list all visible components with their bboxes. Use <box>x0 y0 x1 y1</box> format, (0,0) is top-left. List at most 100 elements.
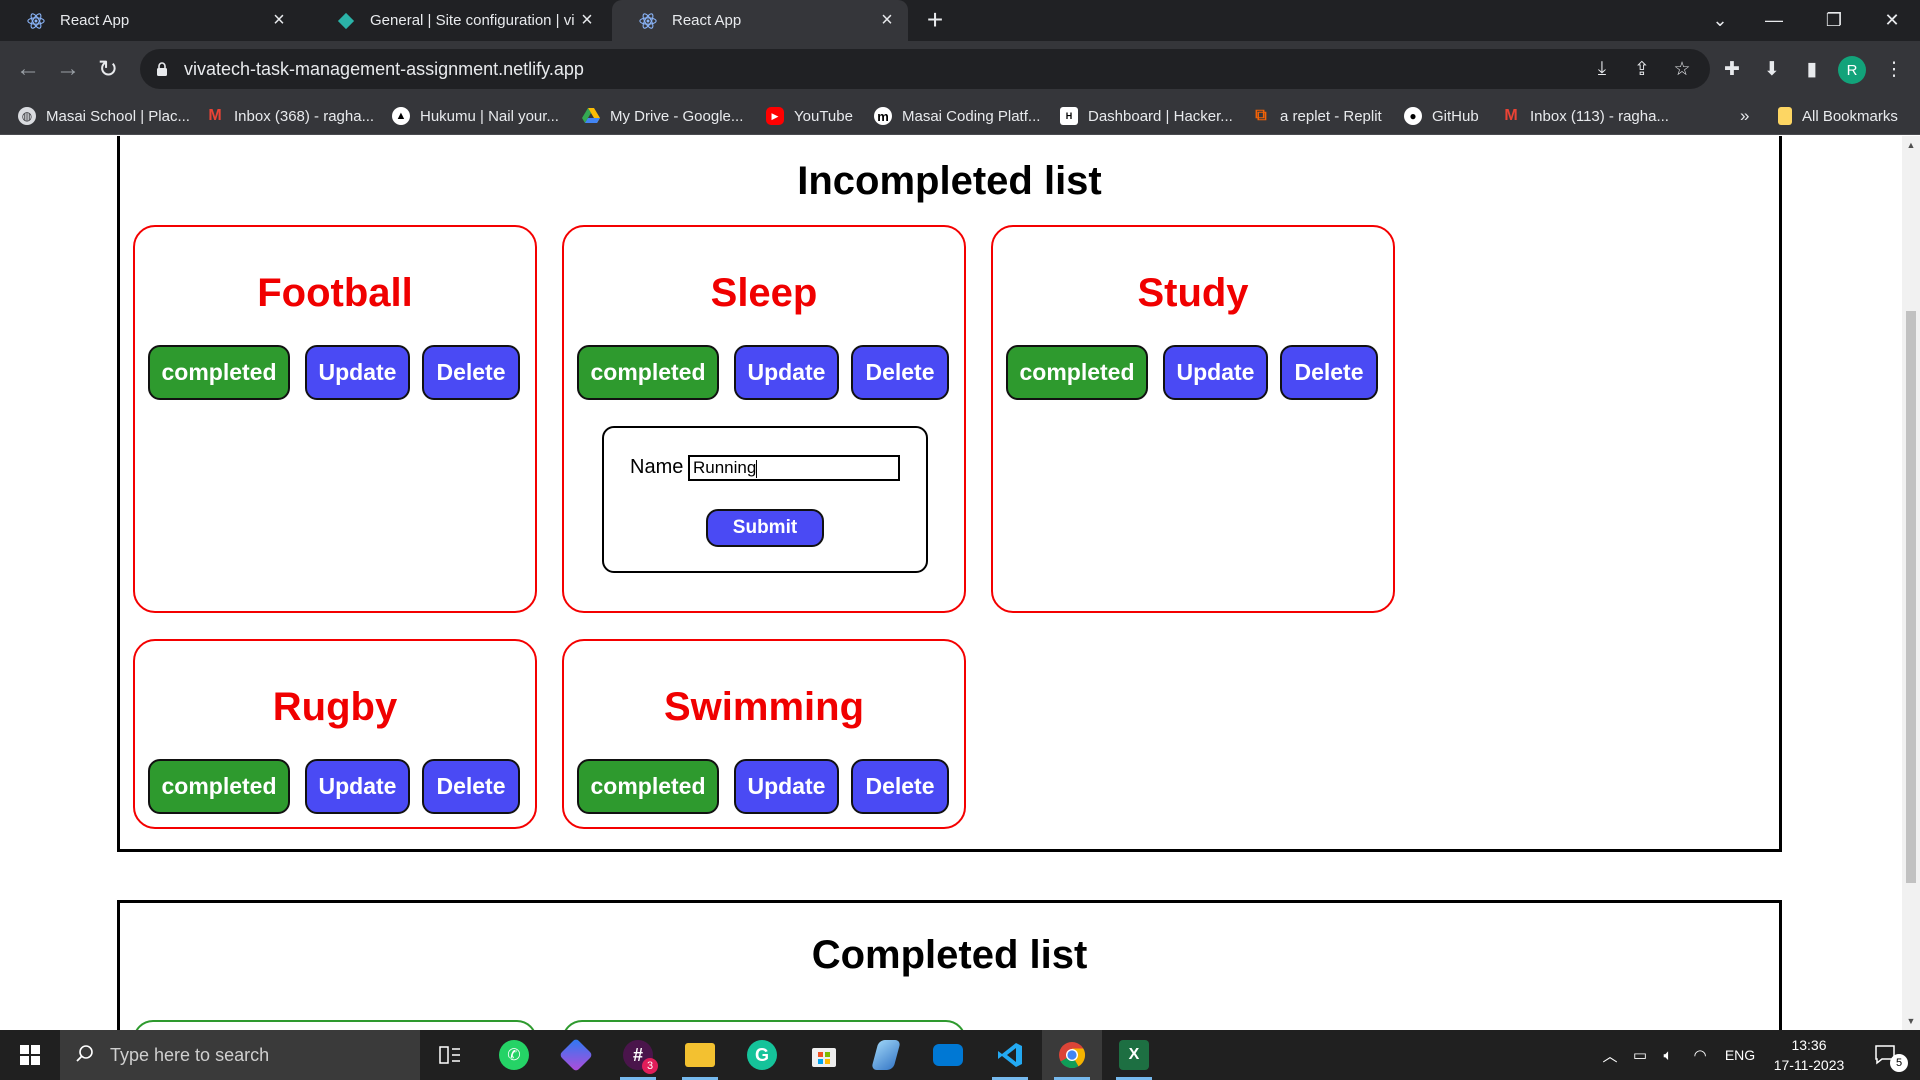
scroll-down-icon[interactable]: ▼ <box>1906 1016 1916 1026</box>
running-indicator <box>992 1077 1028 1080</box>
back-icon[interactable]: ← <box>16 55 40 82</box>
incompleted-list-title: Incompleted list <box>797 159 1102 203</box>
address-bar[interactable]: vivatech-task-management-assignment.netl… <box>140 49 1710 89</box>
share-icon[interactable]: ⇪ <box>1634 58 1650 80</box>
minimize-icon[interactable]: — <box>1765 10 1783 30</box>
update-button[interactable]: Update <box>305 759 410 814</box>
bookmark-github[interactable]: ● GitHub <box>1404 97 1479 135</box>
side-panel-icon[interactable]: ▮ <box>1806 58 1818 80</box>
bookmark-google-drive[interactable]: My Drive - Google... <box>582 97 743 135</box>
completed-task-card <box>562 1020 966 1030</box>
install-app-icon[interactable]: ⤓ <box>1597 58 1607 79</box>
chrome-icon[interactable] <box>1042 1030 1102 1080</box>
completed-button[interactable]: completed <box>1006 345 1148 400</box>
running-indicator <box>682 1077 718 1080</box>
update-button[interactable]: Update <box>1163 345 1268 400</box>
show-hidden-icons[interactable]: ︿ <box>1602 1047 1618 1065</box>
downloads-icon[interactable]: ⬇ <box>1764 58 1780 80</box>
delete-button[interactable]: Delete <box>851 345 949 400</box>
vscode-icon[interactable] <box>980 1030 1040 1080</box>
completed-button[interactable]: completed <box>148 759 290 814</box>
bookmark-hukumu[interactable]: ▲ Hukumu | Nail your... <box>392 97 559 135</box>
more-bookmarks-button[interactable]: » <box>1740 106 1750 125</box>
update-button[interactable]: Update <box>734 759 839 814</box>
remote-desktop-icon[interactable] <box>918 1030 978 1080</box>
task-card-study: Study completed Update Delete <box>991 225 1395 613</box>
extensions-icon[interactable]: ✚ <box>1724 58 1740 80</box>
volume-icon[interactable]: 🔈︎ <box>1663 1046 1673 1064</box>
tab-search-icon[interactable]: ⌄ <box>1712 10 1728 30</box>
bookmark-gmail-113[interactable]: M Inbox (113) - ragha... <box>1502 97 1669 135</box>
profile-avatar[interactable]: R <box>1838 56 1866 84</box>
completed-button[interactable]: completed <box>148 345 290 400</box>
bookmark-masai-coding[interactable]: m Masai Coding Platf... <box>874 97 1040 135</box>
scroll-up-icon[interactable]: ▲ <box>1906 140 1916 150</box>
slack-icon[interactable]: # 3 <box>608 1030 668 1080</box>
bookmark-replit[interactable]: ⧉ a replet - Replit <box>1252 97 1382 135</box>
url-text: vivatech-task-management-assignment.netl… <box>184 58 584 79</box>
delete-button[interactable]: Delete <box>422 759 520 814</box>
bookmark-gmail-368[interactable]: M Inbox (368) - ragha... <box>206 97 374 135</box>
all-bookmarks-button[interactable]: All Bookmarks <box>1778 97 1898 135</box>
windows-start-icon[interactable] <box>0 1030 60 1080</box>
whatsapp-icon[interactable]: ✆ <box>484 1030 544 1080</box>
grammarly-icon[interactable]: G <box>732 1030 792 1080</box>
running-indicator <box>1054 1077 1090 1080</box>
search-icon <box>76 1044 94 1067</box>
close-icon[interactable]: × <box>581 9 593 31</box>
bookmark-label: GitHub <box>1432 107 1479 125</box>
replit-icon: ⧉ <box>1255 107 1267 124</box>
bookmark-label: Masai School | Plac... <box>46 107 190 125</box>
close-icon[interactable]: × <box>273 9 285 31</box>
lock-icon[interactable] <box>152 61 172 77</box>
running-indicator <box>1116 1077 1152 1080</box>
gmail-icon: M <box>1504 107 1518 124</box>
bookmark-hackerrank[interactable]: H Dashboard | Hacker... <box>1060 97 1233 135</box>
name-input[interactable]: Running <box>688 455 900 481</box>
window-close-icon[interactable]: ✕ <box>1884 10 1900 30</box>
menu-kebab-icon[interactable]: ⋮ <box>1884 58 1904 80</box>
copilot-icon[interactable] <box>546 1030 606 1080</box>
page-viewport: Incompleted list Football completed Upda… <box>0 136 1902 1030</box>
netlify-icon <box>336 11 356 31</box>
delete-button[interactable]: Delete <box>422 345 520 400</box>
restore-icon[interactable]: ❐ <box>1825 10 1843 30</box>
tab-netlify[interactable]: General | Site configuration | viv × <box>310 0 608 41</box>
notification-center-icon[interactable]: 5 <box>1866 1030 1908 1080</box>
clock[interactable]: 13:36 17-11-2023 <box>1766 1030 1852 1080</box>
name-input-value: Running <box>693 458 757 477</box>
notes-app-icon[interactable] <box>856 1030 916 1080</box>
battery-icon[interactable]: ▭ <box>1632 1047 1648 1064</box>
page-scrollbar[interactable]: ▲ ▼ <box>1902 136 1920 1030</box>
wifi-icon[interactable]: ◠ <box>1693 1047 1707 1064</box>
browser-toolbar: ← → ↻ vivatech-task-management-assignmen… <box>0 41 1920 97</box>
update-button[interactable]: Update <box>305 345 410 400</box>
scrollbar-thumb[interactable] <box>1906 311 1916 883</box>
bookmark-youtube[interactable]: ▶ YouTube <box>766 97 853 135</box>
microsoft-store-icon[interactable] <box>794 1030 854 1080</box>
delete-button[interactable]: Delete <box>1280 345 1378 400</box>
bookmark-masai-school[interactable]: ◍ Masai School | Plac... <box>18 97 190 135</box>
excel-icon[interactable]: X <box>1104 1030 1164 1080</box>
reload-icon[interactable]: ↻ <box>97 55 119 83</box>
file-explorer-icon[interactable] <box>670 1030 730 1080</box>
completed-list-title: Completed list <box>811 933 1088 977</box>
taskbar-search-box[interactable]: Type here to search <box>60 1030 420 1080</box>
forward-icon[interactable]: → <box>56 55 80 82</box>
bookmark-star-icon[interactable]: ☆ <box>1673 58 1691 80</box>
update-button[interactable]: Update <box>734 345 839 400</box>
bookmark-label: a replet - Replit <box>1280 107 1382 125</box>
delete-button[interactable]: Delete <box>851 759 949 814</box>
masai-icon: m <box>874 107 892 125</box>
completed-button[interactable]: completed <box>577 345 719 400</box>
new-tab-button[interactable]: + <box>926 4 944 35</box>
language-indicator[interactable]: ENG <box>1724 1047 1756 1063</box>
submit-button[interactable]: Submit <box>706 509 824 547</box>
close-icon[interactable]: × <box>881 9 893 31</box>
completed-button[interactable]: completed <box>577 759 719 814</box>
task-title: Sleep <box>710 271 818 315</box>
tab-react-app-1[interactable]: React App × <box>0 0 300 41</box>
task-view-icon[interactable] <box>420 1030 480 1080</box>
tab-react-app-active[interactable]: React App × <box>612 0 908 41</box>
notification-count: 5 <box>1890 1054 1908 1072</box>
